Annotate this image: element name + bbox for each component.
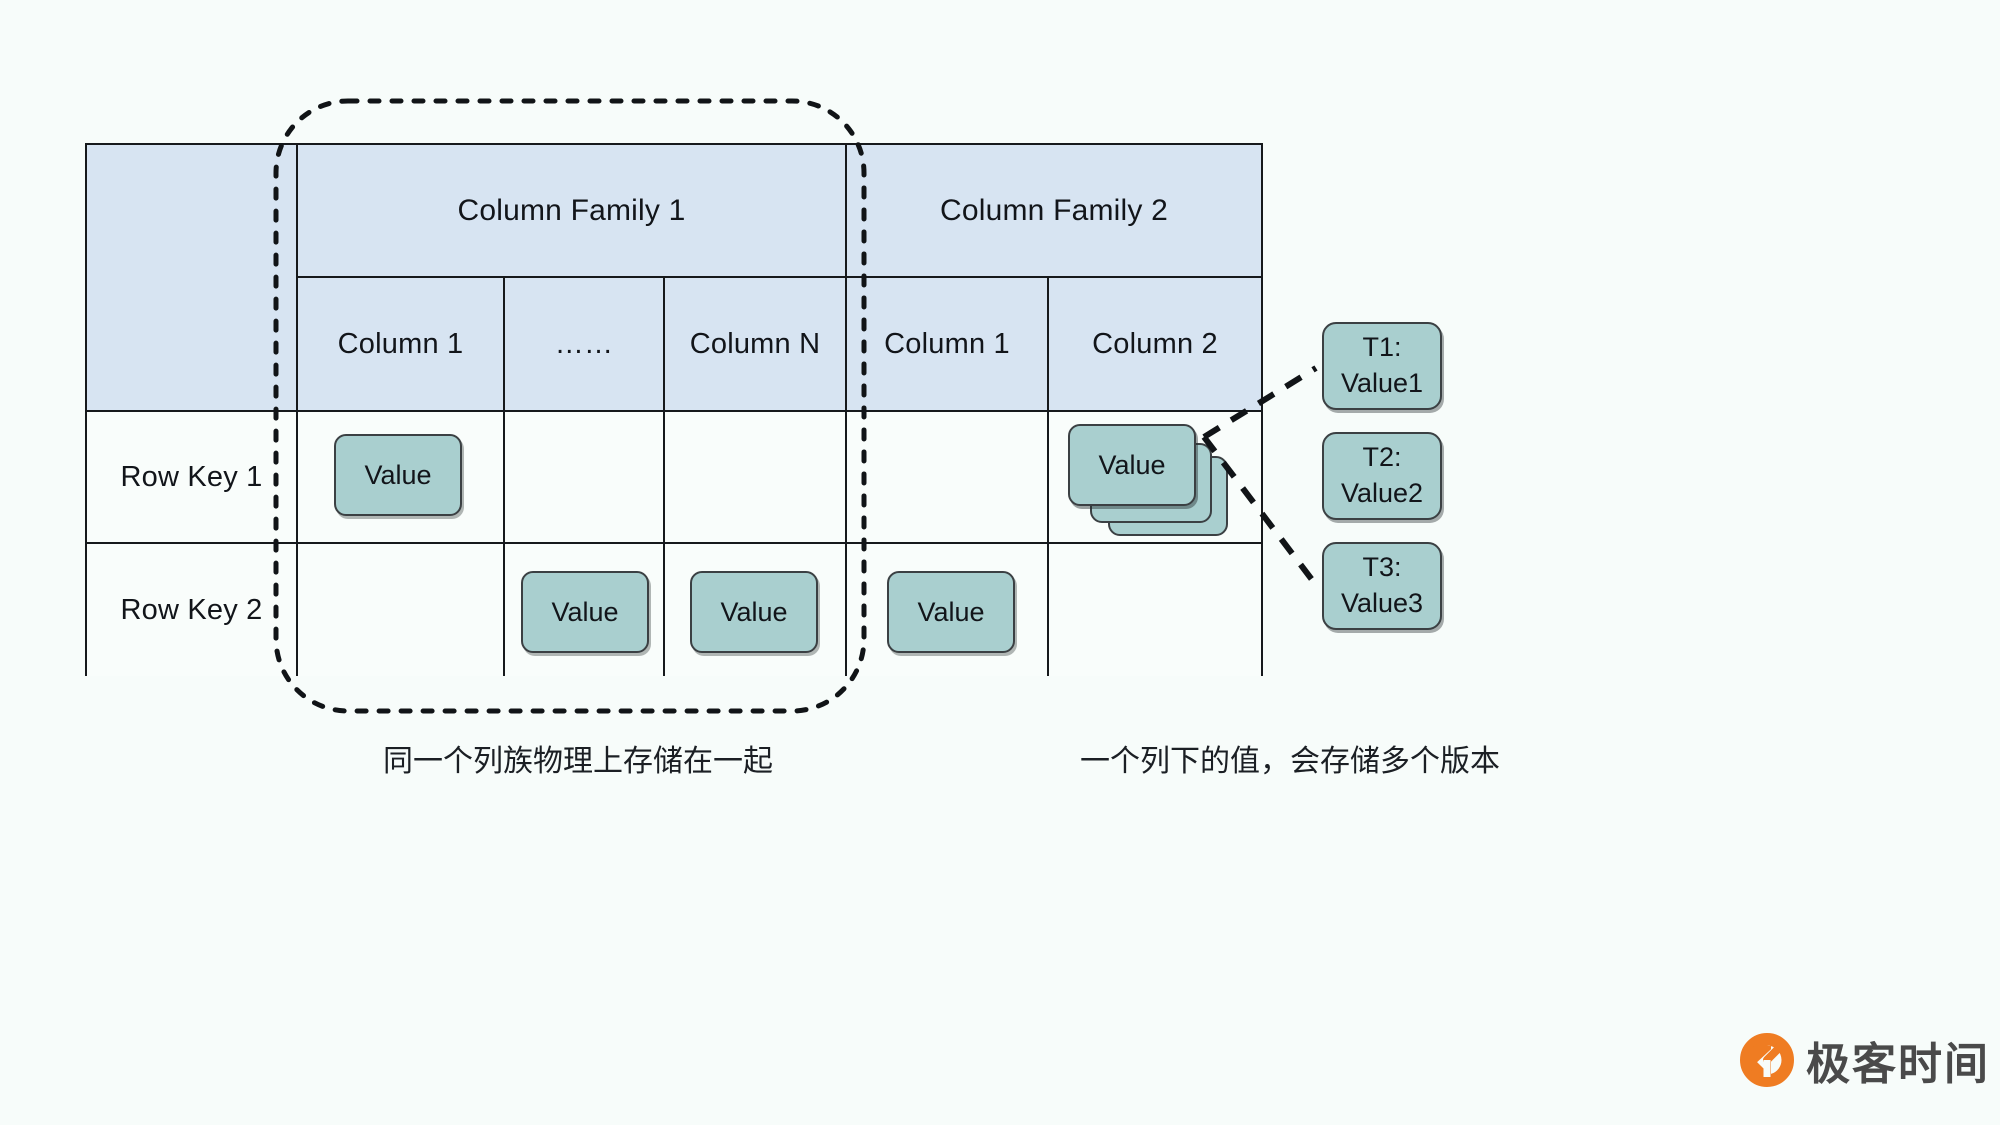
version-value-label: Value3 — [1340, 588, 1424, 618]
version-chip-t3: T3: Value3 — [1322, 542, 1442, 630]
row-key-cell: Row Key 1 — [87, 410, 296, 542]
geektime-logo-text: 极客时间 — [1806, 1039, 1990, 1090]
table-cell — [845, 410, 1047, 542]
version-chip-t1: T1: Value1 — [1322, 322, 1442, 410]
version-chip-t2: T2: Value2 — [1322, 432, 1442, 520]
table-cell — [663, 410, 845, 542]
column-header-cf1-coln: Column N — [663, 276, 845, 410]
column-header-label: Column 1 — [337, 327, 464, 360]
row-key-label: Row Key 2 — [120, 593, 263, 626]
column-family-1-label: Column Family 1 — [457, 193, 686, 227]
geektime-mark-icon — [1740, 1033, 1794, 1087]
version-time-label: T3: — [1362, 552, 1402, 583]
rowkey-header-cell — [87, 145, 296, 410]
caption-right: 一个列下的值，会存储多个版本 — [1080, 745, 1500, 778]
value-chip: Value — [887, 571, 1015, 653]
column-header-cf1-col1: Column 1 — [296, 276, 503, 410]
column-family-2-label: Column Family 2 — [939, 193, 1169, 227]
value-chip: Value — [521, 571, 649, 653]
value-chip-label: Value — [1098, 449, 1166, 480]
value-chip: Value — [334, 434, 462, 516]
value-chip-label: Value — [917, 596, 985, 627]
value-chip-label: Value — [551, 596, 619, 627]
hbase-table: Column Family 1 Column Family 2 Column 1… — [85, 143, 1263, 676]
value-chip: Value — [690, 571, 818, 653]
table-cell — [296, 542, 503, 676]
column-header-label: Column 2 — [1092, 327, 1218, 360]
version-value-label: Value2 — [1340, 478, 1424, 508]
column-header-label: Column N — [689, 327, 821, 360]
column-header-cf2-col2: Column 2 — [1047, 276, 1261, 410]
value-chip-label: Value — [364, 459, 432, 490]
column-header-cf1-ellipsis: …… — [503, 276, 663, 410]
caption-left: 同一个列族物理上存储在一起 — [383, 745, 773, 778]
row-key-label: Row Key 1 — [120, 460, 263, 493]
column-header-label: …… — [554, 327, 614, 360]
table-cell — [1047, 542, 1261, 676]
value-chip: Value — [1068, 424, 1196, 506]
geektime-logo: 极客时间 — [1740, 1028, 1990, 1092]
column-header-cf2-col1: Column 1 — [845, 276, 1047, 410]
version-value-label: Value1 — [1340, 368, 1424, 398]
version-time-label: T2: — [1362, 442, 1402, 473]
column-header-label: Column 1 — [884, 327, 1010, 360]
column-family-1-header: Column Family 1 — [296, 145, 845, 276]
table-cell — [503, 410, 663, 542]
value-chip-label: Value — [720, 596, 788, 627]
row-key-cell: Row Key 2 — [87, 542, 296, 676]
column-family-2-header: Column Family 2 — [845, 145, 1261, 276]
version-time-label: T1: — [1362, 332, 1402, 363]
